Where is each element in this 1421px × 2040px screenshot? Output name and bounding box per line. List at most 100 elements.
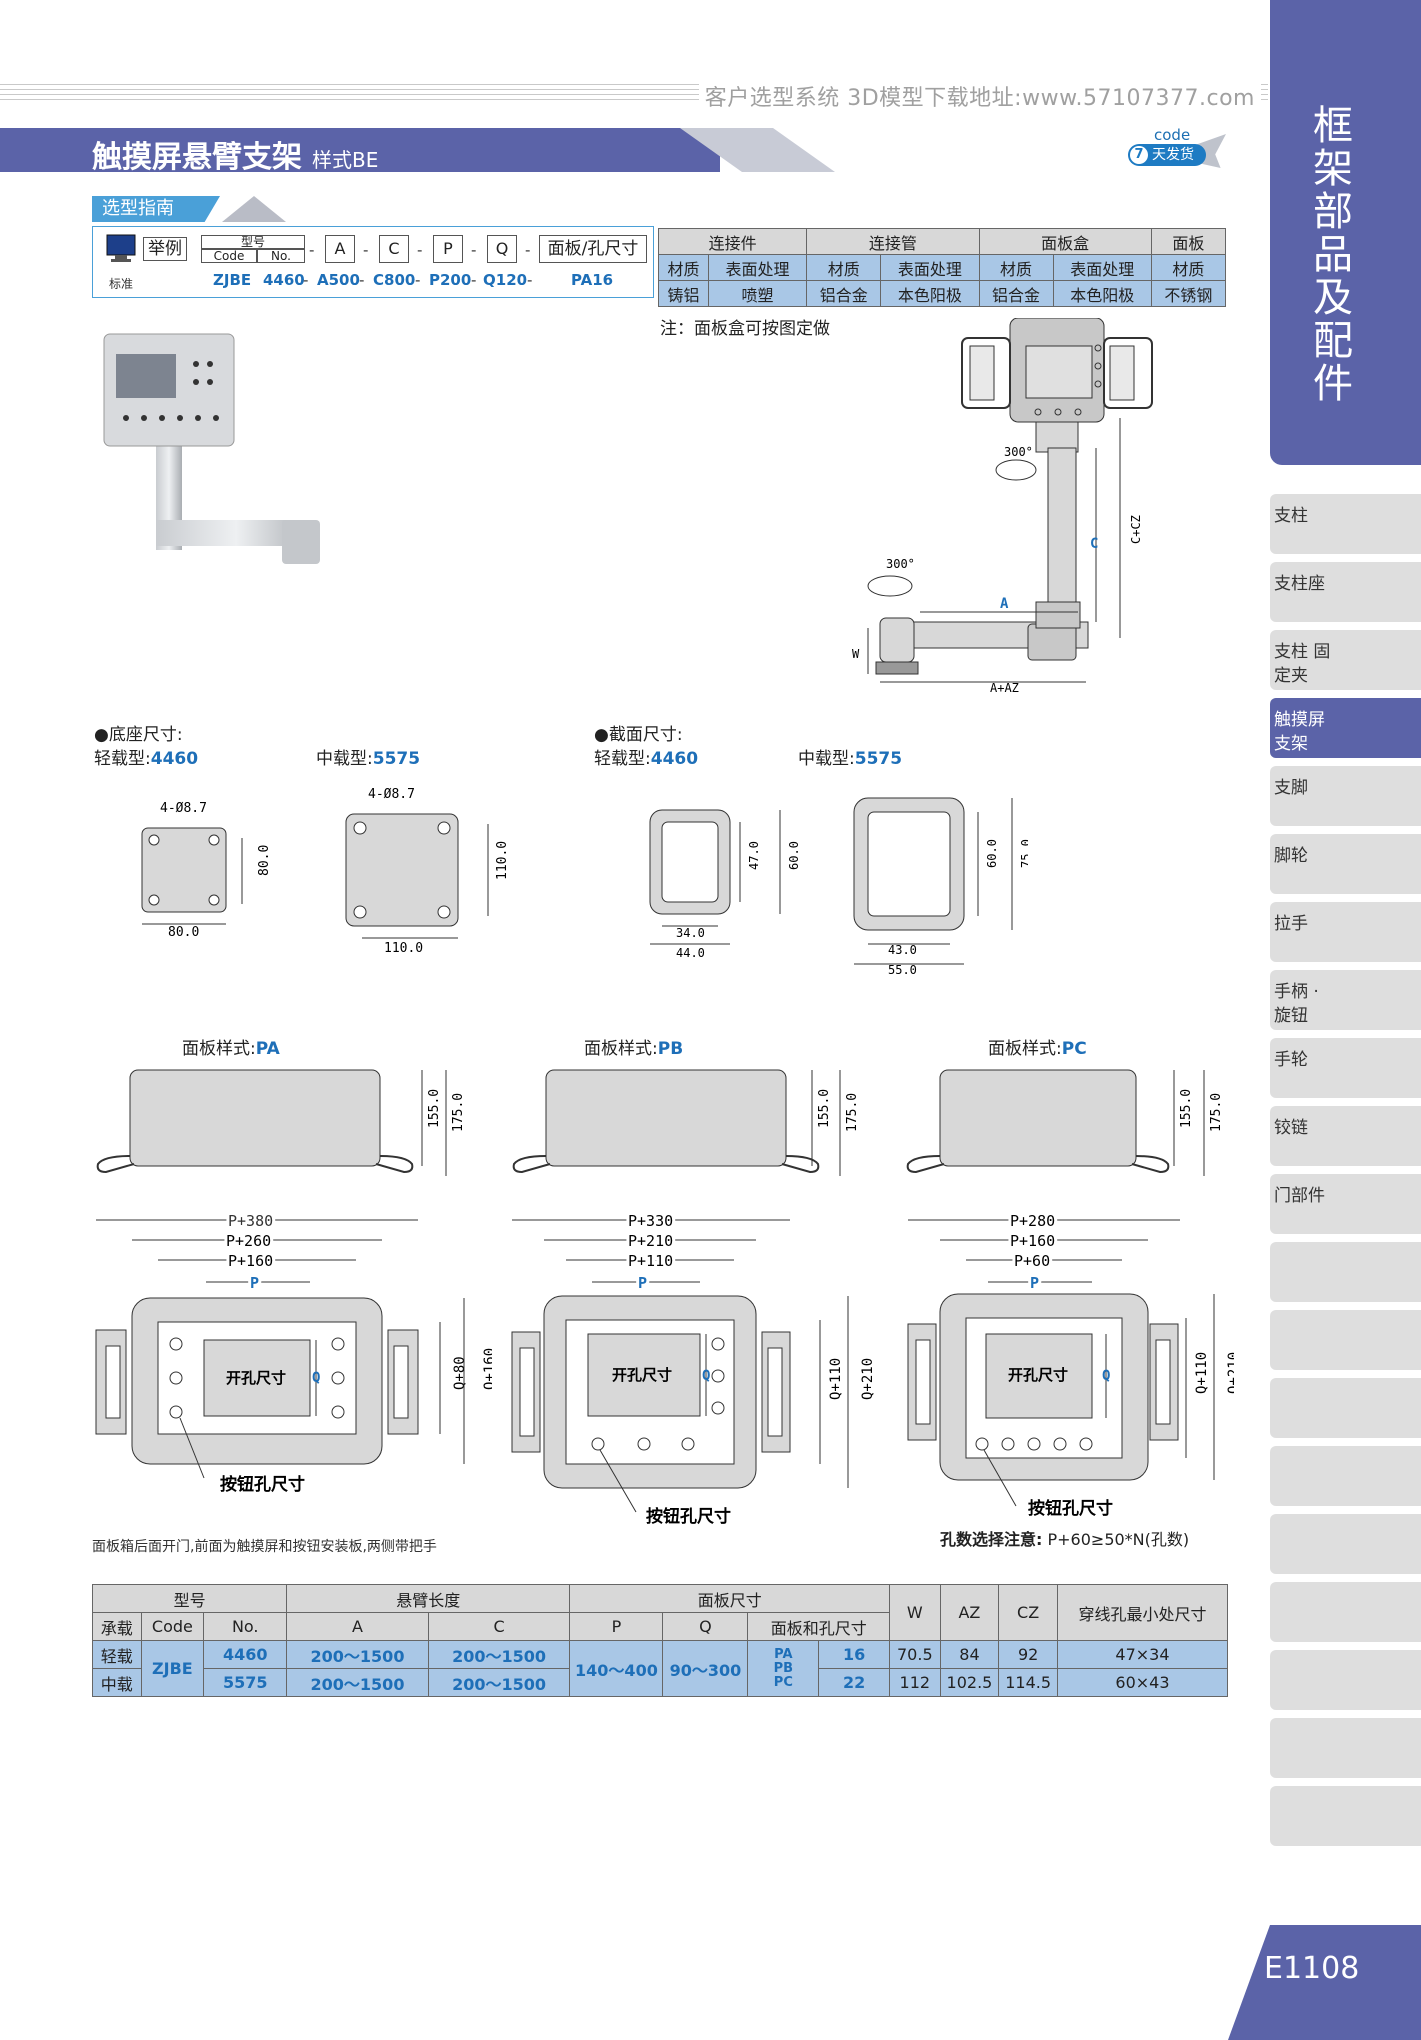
section-light-drawing: 34.0 44.0 47.0 60.0 [649, 809, 800, 960]
field-q: Q [487, 235, 517, 263]
sidebar-item-knob[interactable]: 手柄 · 旋钮 [1270, 970, 1421, 1030]
svg-text:300°: 300° [1004, 445, 1033, 459]
model-label: 型号 [201, 235, 305, 249]
svg-text:34.0: 34.0 [676, 926, 705, 940]
spec-table: 型号 悬臂长度 面板尺寸 W AZ CZ 穿线孔最小处尺寸 承载 Code No… [91, 1584, 1229, 1697]
base-medium: 中载型:5575 [316, 749, 421, 769]
svg-text:Q+110: Q+110 [1194, 1352, 1210, 1394]
page-title: 触摸屏悬臂支架样式BE [92, 140, 379, 175]
section-medium-drawing: 43.0 55.0 60.0 75.0 [853, 797, 1028, 977]
code-label: Code [201, 249, 257, 263]
example-a: A500 [317, 271, 360, 289]
page-number: E1108 [1228, 1925, 1421, 2040]
field-p: P [433, 235, 463, 263]
svg-text:P+380: P+380 [228, 1212, 273, 1230]
panel-label-pc: 面板样式:PC [988, 1039, 1087, 1059]
svg-text:80.0: 80.0 [257, 845, 272, 876]
svg-text:W: W [852, 647, 860, 661]
panel-caption: 面板箱后面开门,前面为触摸屏和按钮安装板,两侧带把手 [92, 1539, 437, 1555]
sidebar-item-pillar[interactable]: 支柱 [1270, 494, 1421, 554]
field-a: A [325, 235, 355, 263]
svg-text:175.0: 175.0 [845, 1093, 860, 1132]
example-label: 举例 [143, 237, 187, 261]
svg-text:47.0: 47.0 [747, 841, 761, 870]
svg-text:175.0: 175.0 [451, 1093, 466, 1132]
svg-text:A+AZ: A+AZ [990, 681, 1019, 695]
svg-text:300°: 300° [886, 557, 915, 571]
svg-text:Q: Q [312, 1370, 320, 1386]
svg-text:P: P [638, 1274, 647, 1292]
example-c: C800 [373, 271, 416, 289]
material-table: 连接件 连接管 面板盒 面板 材质 表面处理 材质 表面处理 材质 表面处理 材… [657, 228, 1227, 307]
sidebar-item-handwheel[interactable]: 手轮 [1270, 1038, 1421, 1098]
base-light-drawing: 4-Ø8.7 80.0 80.0 [141, 801, 272, 940]
guide-tab-decor [222, 196, 286, 222]
svg-text:75.0: 75.0 [1019, 839, 1028, 868]
svg-text:C: C [1090, 536, 1098, 552]
svg-text:P+330: P+330 [628, 1212, 673, 1230]
sidebar-item-hinge[interactable]: 铰链 [1270, 1106, 1421, 1166]
field-c: C [379, 235, 409, 263]
arm-drawing: 300° 300° C C+CZ A A+AZ W [852, 318, 1153, 695]
sidebar-item-pillar-clamp[interactable]: 支柱 固定夹 [1270, 630, 1421, 690]
base-medium-drawing: 4-Ø8.7 110.0 110.0 [345, 787, 510, 956]
section-medium: 中载型:5575 [798, 749, 903, 769]
hole-count-note: 孔数选择注意: P+60≥50*N(孔数) [940, 1530, 1190, 1549]
svg-text:A: A [1000, 596, 1009, 612]
sidebar-item-foot[interactable]: 支脚 [1270, 766, 1421, 826]
svg-text:P+280: P+280 [1010, 1212, 1055, 1230]
svg-text:P+260: P+260 [226, 1232, 271, 1250]
example-code: ZJBE [213, 271, 252, 289]
sidebar-item-empty [1270, 1514, 1421, 1574]
sidebar-item-pillar-base[interactable]: 支柱座 [1270, 562, 1421, 622]
panel-pb-side: 155.0 175.0 [512, 1069, 860, 1176]
download-link-text[interactable]: 客户选型系统 3D模型下载地址:www.57107377.com [698, 80, 1261, 112]
svg-text:155.0: 155.0 [1179, 1089, 1194, 1128]
svg-text:60.0: 60.0 [787, 841, 800, 870]
svg-text:P+110: P+110 [628, 1252, 673, 1270]
selection-guide: 举例 标准 型号 Code No. A C P Q 面板/孔尺寸 - - - -… [92, 226, 654, 298]
svg-text:Q+210: Q+210 [860, 1358, 876, 1400]
svg-text:Q+80: Q+80 [452, 1356, 468, 1390]
sidebar: 框架部品及配件 支柱 支柱座 支柱 固定夹 触摸屏 支架 支脚 脚轮 拉手 手柄… [1270, 0, 1421, 2040]
svg-text:80.0: 80.0 [168, 925, 199, 940]
no-label: No. [257, 249, 305, 263]
sidebar-item-empty [1270, 1446, 1421, 1506]
panel-pc-side: 155.0 175.0 [906, 1069, 1224, 1176]
sidebar-item-door-parts[interactable]: 门部件 [1270, 1174, 1421, 1234]
table-row: 轻载 ZJBE 4460 200～1500 200～1500 140～400 9… [92, 1640, 1229, 1697]
panel-pa-side: 155.0 175.0 [96, 1069, 466, 1176]
sidebar-item-touchscreen-bracket[interactable]: 触摸屏 支架 [1270, 698, 1421, 758]
svg-text:P: P [1030, 1274, 1039, 1292]
standard-label: 标准 [109, 277, 134, 291]
svg-text:175.0: 175.0 [1209, 1093, 1224, 1132]
title-band [0, 128, 720, 172]
svg-text:Q+160: Q+160 [482, 1348, 492, 1390]
svg-text:55.0: 55.0 [888, 963, 917, 977]
field-panel: 面板/孔尺寸 [539, 235, 647, 263]
sidebar-item-handle[interactable]: 拉手 [1270, 902, 1421, 962]
example-no: 4460 [263, 271, 305, 289]
svg-text:P+210: P+210 [628, 1232, 673, 1250]
svg-text:44.0: 44.0 [676, 946, 705, 960]
custom-note: 注：面板盒可按图定做 [660, 319, 830, 339]
svg-text:Q+210: Q+210 [1226, 1352, 1234, 1394]
example-q: Q120 [483, 271, 528, 289]
base-light: 轻载型:4460 [94, 749, 199, 769]
example-panel: PA16 [571, 271, 614, 289]
product-photo [103, 333, 320, 564]
sidebar-item-caster[interactable]: 脚轮 [1270, 834, 1421, 894]
sidebar-item-empty [1270, 1718, 1421, 1778]
panel-label-pa: 面板样式:PA [182, 1039, 280, 1059]
svg-text:4-Ø8.7: 4-Ø8.7 [368, 787, 415, 802]
svg-text:43.0: 43.0 [888, 943, 917, 957]
svg-text:按钮孔尺寸: 按钮孔尺寸 [646, 1506, 731, 1527]
guide-tab: 选型指南 [92, 196, 220, 222]
svg-text:C+CZ: C+CZ [1129, 515, 1143, 544]
delivery-badge: code 天发货 7 [1128, 126, 1228, 174]
svg-text:110.0: 110.0 [495, 841, 510, 880]
svg-text:P+160: P+160 [228, 1252, 273, 1270]
sidebar-item-empty [1270, 1786, 1421, 1846]
base-title: ●底座尺寸: [94, 725, 183, 745]
